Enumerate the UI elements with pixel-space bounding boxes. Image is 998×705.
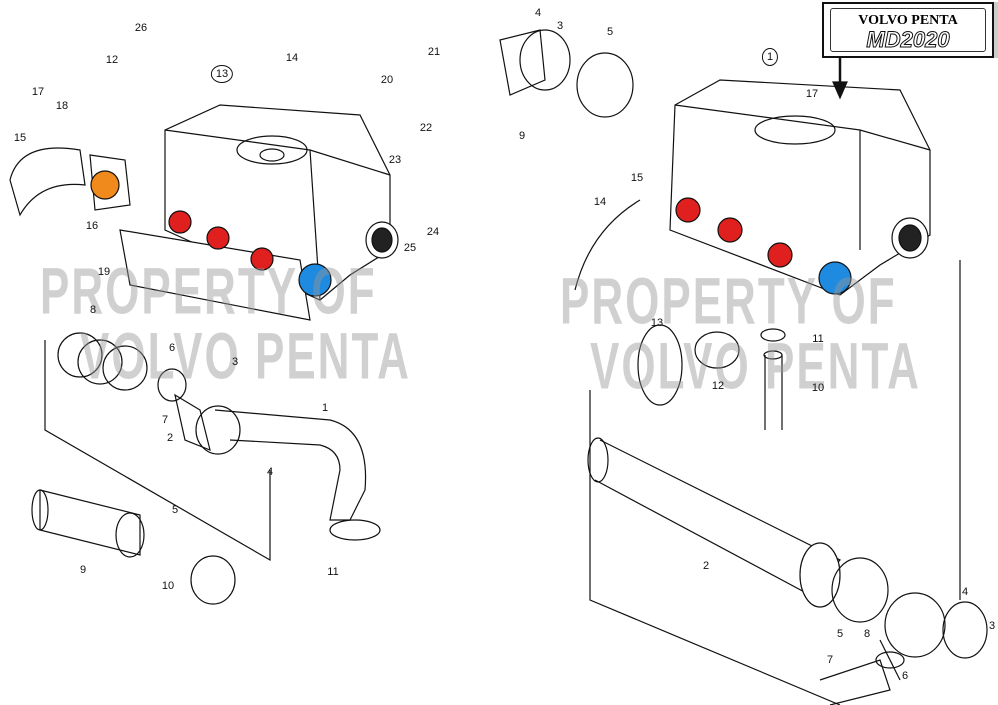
left-gasket-19	[119, 229, 311, 321]
callout: 21	[427, 46, 441, 58]
callout: 10	[161, 580, 175, 592]
logo-brand: VOLVO PENTA	[858, 13, 958, 28]
watermark-line2-right: VOLVO PENTA	[590, 330, 921, 404]
port-red	[168, 210, 192, 234]
callout: 23	[388, 154, 402, 166]
callout: 14	[593, 196, 607, 208]
callout-circled: 13	[210, 65, 234, 83]
callout: 12	[105, 54, 119, 66]
callout: 3	[988, 620, 996, 632]
callout: 3	[231, 356, 239, 368]
logo-model: MD2020	[866, 27, 950, 52]
callout: 22	[419, 122, 433, 134]
callout: 8	[89, 304, 97, 316]
callout: 9	[518, 130, 526, 142]
right-exhaust-manifold	[669, 79, 931, 296]
callout: 11	[812, 333, 824, 345]
volvo-penta-logo: VOLVO PENTA MD2020	[822, 2, 994, 58]
port-orange	[90, 170, 120, 200]
callout: 14	[285, 52, 299, 64]
callout: 18	[55, 100, 69, 112]
port-red	[250, 247, 274, 271]
callout: 19	[97, 266, 111, 278]
callout: 4	[961, 586, 969, 598]
callout: 4	[266, 466, 274, 478]
callout: 1	[321, 402, 329, 414]
callout: 8	[863, 628, 871, 640]
callout-circled: 1	[761, 48, 779, 66]
port-blue	[298, 263, 332, 297]
callout: 6	[168, 342, 176, 354]
callout: 9	[79, 564, 87, 576]
callout: 5	[606, 26, 614, 38]
callout: 2	[702, 560, 710, 572]
callout: 7	[161, 414, 169, 426]
callout: 5	[836, 628, 844, 640]
watermark-line2: VOLVO PENTA	[80, 320, 411, 394]
callout: 11	[327, 566, 339, 578]
callout: 4	[534, 7, 542, 19]
watermark-line1-right: PROPERTY OF	[560, 265, 897, 339]
callout: 7	[826, 654, 834, 666]
callout: 3	[556, 20, 564, 32]
port-red	[206, 226, 230, 250]
callout: 15	[630, 172, 644, 184]
callout: 13	[650, 317, 664, 329]
callout: 17	[31, 86, 45, 98]
callout: 5	[171, 504, 179, 516]
callout: 26	[134, 22, 148, 34]
callout: 25	[403, 242, 417, 254]
callout: 12	[711, 380, 725, 392]
callout: 2	[166, 432, 174, 444]
callout: 24	[426, 226, 440, 238]
callout: 17	[805, 88, 819, 100]
watermark-line1: PROPERTY OF	[40, 255, 377, 329]
callout: 20	[380, 74, 394, 86]
callout: 15	[13, 132, 27, 144]
callout: 6	[901, 670, 909, 682]
callout: 10	[811, 382, 825, 394]
callout: 16	[85, 220, 99, 232]
